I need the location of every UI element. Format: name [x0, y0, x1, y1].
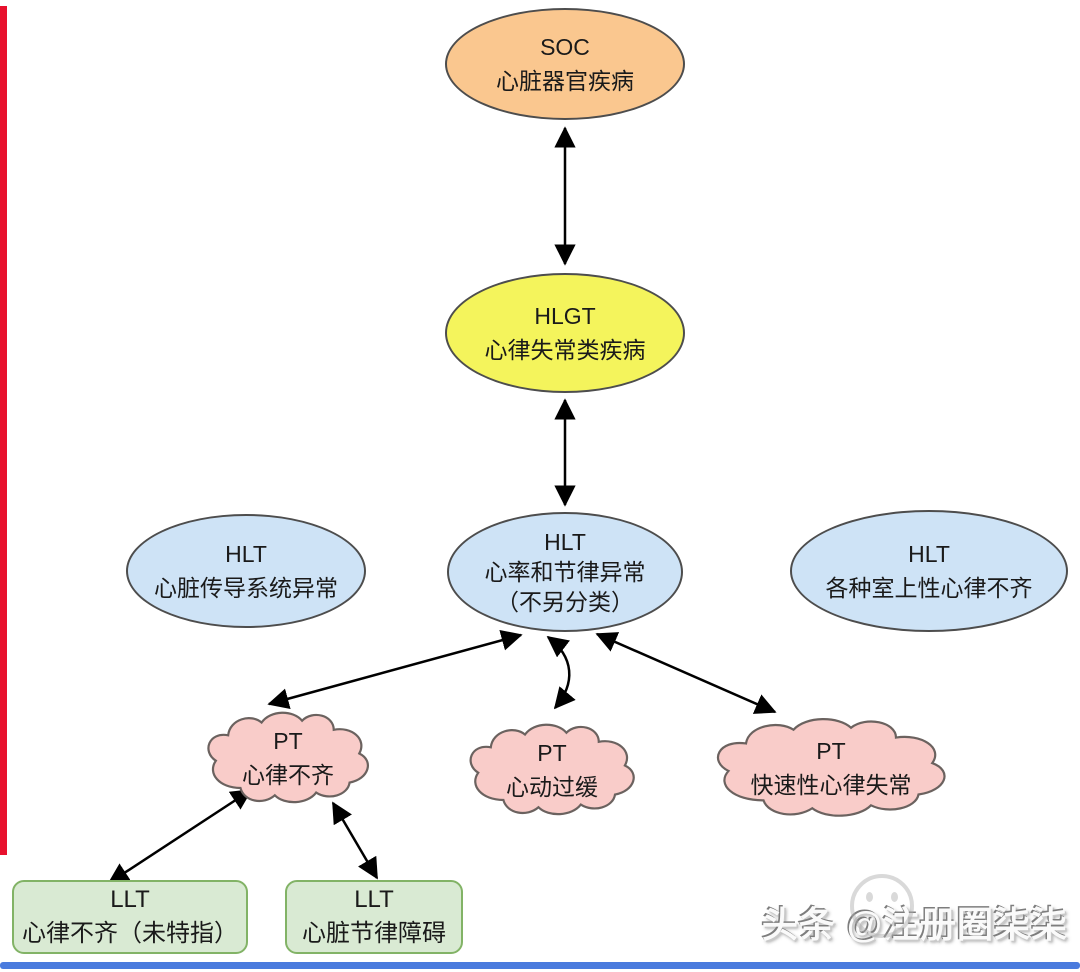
- node-hlt-rate-rhythm: HLT 心率和节律异常 （不另分类）: [447, 512, 683, 632]
- cloud-shape: [462, 720, 642, 820]
- node-llt-arrhythmia-nos: LLT 心律不齐（未特指）: [12, 880, 248, 954]
- connector-hlt-pt-bradycardia: [546, 635, 576, 710]
- node-hlt-supraventricular: HLT 各种室上性心律不齐: [790, 510, 1068, 632]
- node-pt-tachyarrhythmia: PT 快速性心律失常: [706, 714, 956, 822]
- node-term-label: 心脏传导系统异常: [154, 575, 338, 601]
- node-term-label2: （不另分类）: [496, 589, 634, 615]
- node-pt-arrhythmia: PT 心律不齐: [200, 708, 376, 808]
- node-term-label: 心率和节律异常: [484, 559, 646, 585]
- left-accent-bar: [0, 6, 7, 855]
- node-hlt-conduction: HLT 心脏传导系统异常: [126, 514, 366, 628]
- node-term-label: 心脏器官疾病: [496, 68, 634, 94]
- cloud-shape: [200, 708, 376, 808]
- bottom-divider-line: [0, 962, 1080, 969]
- node-term-label: 心脏节律障碍: [302, 920, 446, 947]
- node-level-label: HLT: [225, 541, 267, 567]
- node-soc: SOC 心脏器官疾病: [445, 8, 685, 120]
- node-term-label: 心律不齐: [242, 762, 334, 788]
- smiley-logo-icon: [849, 874, 914, 938]
- node-level-label: HLT: [908, 541, 950, 567]
- node-term-label: 快速性心律失常: [750, 772, 912, 798]
- connector-pt-llt-rhythm-disorder: [331, 801, 379, 880]
- node-term-label: 各种室上性心律不齐: [825, 575, 1033, 601]
- cloud-shape: [706, 714, 956, 822]
- node-level-label: HLT: [544, 529, 586, 555]
- node-level-label: LLT: [354, 886, 394, 913]
- watermark: 头条 @注册圈柒柒: [761, 874, 1068, 948]
- watermark-text: 头条 @注册圈柒柒: [761, 904, 1068, 945]
- node-term-label: 心律失常类疾病: [484, 337, 646, 363]
- node-llt-rhythm-disorder: LLT 心脏节律障碍: [285, 880, 463, 954]
- node-hlgt: HLGT 心律失常类疾病: [445, 273, 685, 393]
- connector-hlt-pt-arrhythmia: [267, 629, 523, 710]
- node-level-label: LLT: [110, 886, 150, 913]
- node-level-label: PT: [816, 738, 846, 764]
- node-term-label: 心动过缓: [506, 774, 598, 800]
- node-level-label: SOC: [540, 34, 590, 60]
- node-pt-bradycardia: PT 心动过缓: [462, 720, 642, 820]
- node-level-label: HLGT: [534, 303, 596, 329]
- node-term-label: 心律不齐（未特指）: [22, 920, 238, 947]
- node-level-label: PT: [273, 728, 303, 754]
- node-level-label: PT: [537, 740, 567, 766]
- connector-hlt-pt-tachyarrhythmia: [595, 632, 777, 714]
